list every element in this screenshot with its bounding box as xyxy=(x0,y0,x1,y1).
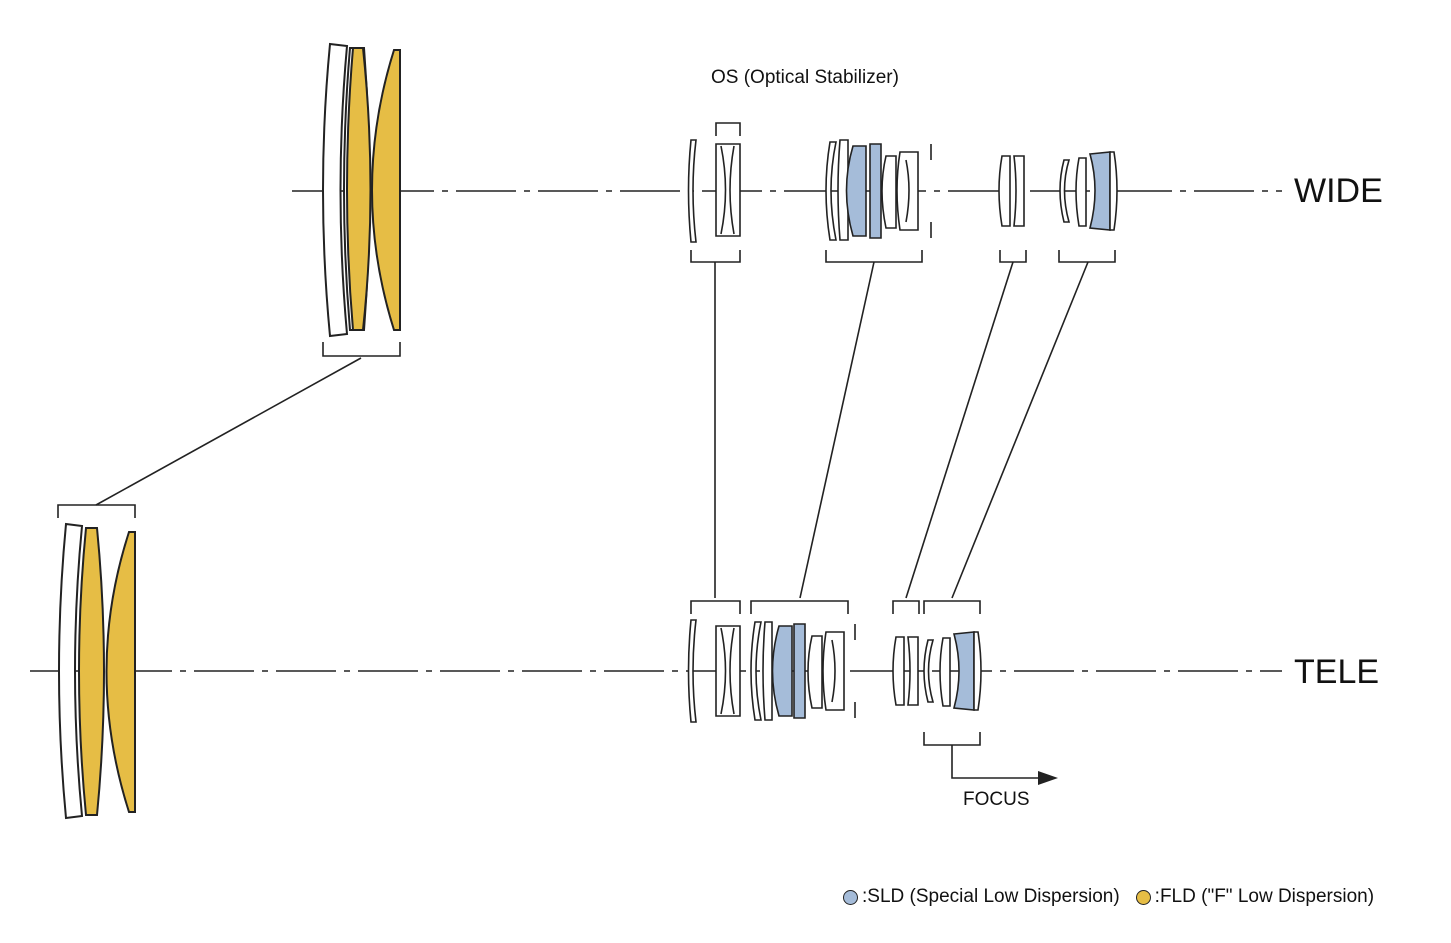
focus-bracket xyxy=(923,732,981,746)
sld-swatch-icon xyxy=(843,889,858,905)
focus-arrow-head xyxy=(1038,771,1058,785)
tele-front-group xyxy=(58,522,136,820)
tele-os-group xyxy=(687,619,741,723)
focus-arrow-line xyxy=(951,745,1040,779)
wide-os-group xyxy=(687,139,741,243)
tele-group-3 xyxy=(892,636,919,706)
fld-swatch-icon xyxy=(1135,889,1151,905)
tele-front-bracket xyxy=(57,504,136,518)
wide-variator-group xyxy=(825,139,932,241)
os-label: OS (Optical Stabilizer) xyxy=(711,67,899,88)
legend: :SLD (Special Low Dispersion) :FLD ("F" … xyxy=(843,886,1374,908)
wide-front-group xyxy=(322,42,401,338)
legend-fld: :FLD ("F" Low Dispersion) xyxy=(1154,886,1375,907)
tele-label: TELE xyxy=(1294,653,1380,691)
tele-variator-group xyxy=(750,621,856,721)
movement-lines xyxy=(95,261,1089,599)
wide-rear-group xyxy=(1059,151,1118,231)
legend-sld: :SLD (Special Low Dispersion) xyxy=(862,886,1120,907)
wide-front-bracket xyxy=(322,342,401,357)
wide-label: WIDE xyxy=(1294,172,1383,210)
wide-group-3 xyxy=(998,155,1025,227)
focus-label: FOCUS xyxy=(963,789,1030,810)
os-bracket xyxy=(715,122,741,136)
tele-rear-group xyxy=(923,631,982,711)
